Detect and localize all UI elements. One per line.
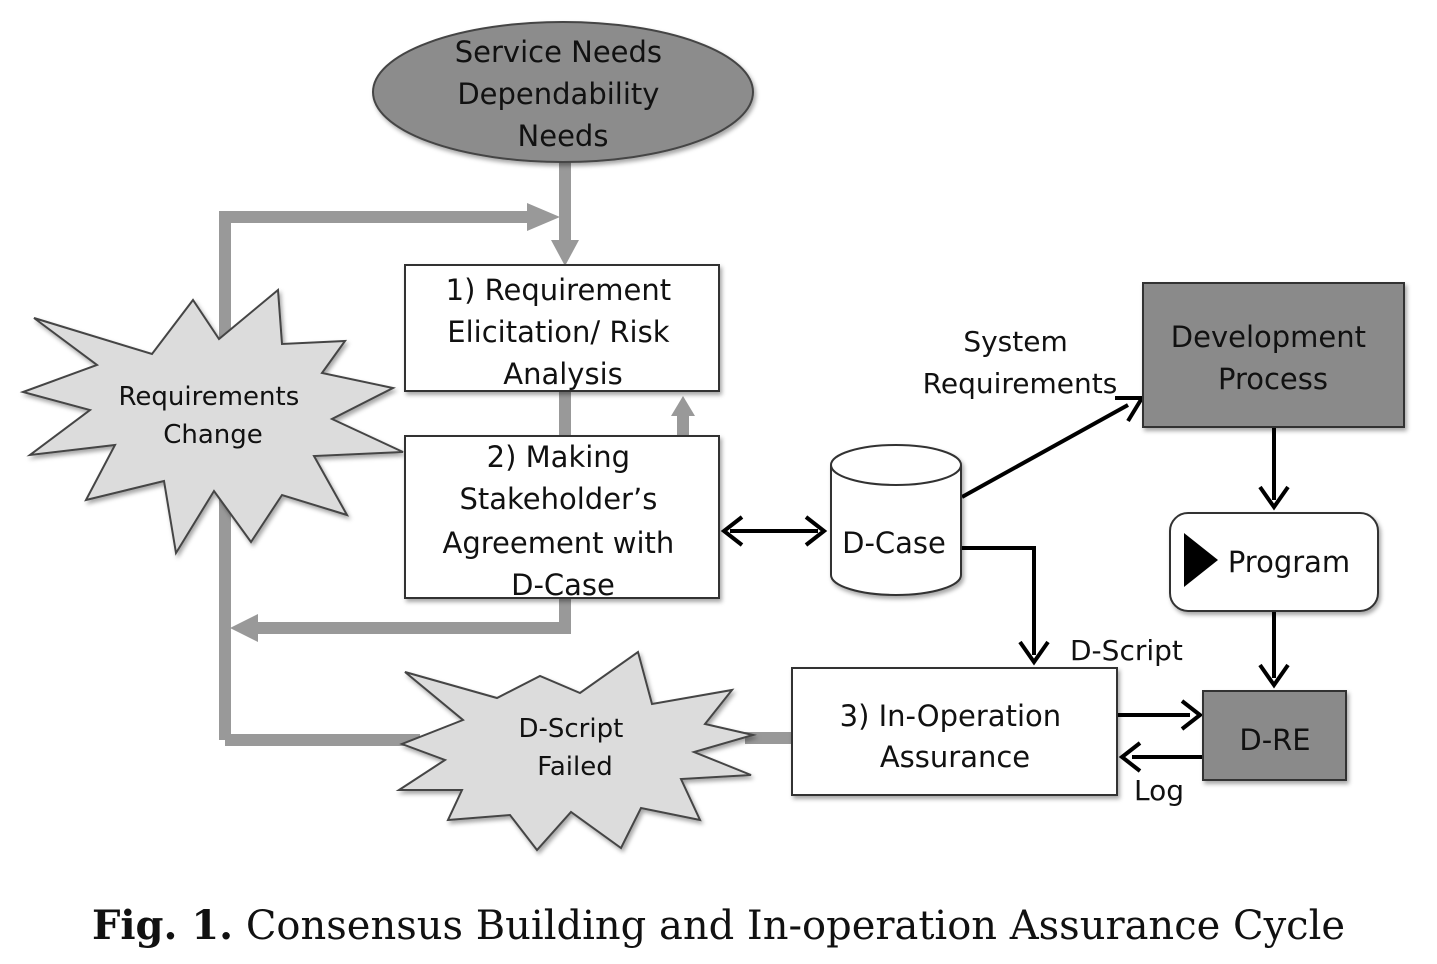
dscript-failed-label: D-Script Failed [518,714,631,782]
dre-box [1202,690,1347,781]
step3-box [791,667,1118,796]
development-to-program-arrowhead [1258,485,1290,511]
return-arrowhead-left [230,614,258,642]
program-box [1169,512,1379,612]
step3-to-dre-arrowhead [1180,699,1204,731]
service-needs-ellipse [372,21,754,163]
step2-dcase-arrowhead-left [720,515,744,547]
program-to-dre-arrowhead [1258,663,1290,689]
grey-arrowheads [230,203,695,642]
requirements-change-label: Requirements Change [118,382,307,450]
step2-box [404,435,720,599]
black-arrows [730,403,1276,759]
program-label: Program [1228,545,1350,579]
dre-label: D-RE [1239,723,1310,757]
step1-label: 1) Requirement Elicitation/ Risk Analysi… [446,273,681,391]
loop-arrowhead-right [527,203,560,231]
step2-label: 2) Making Stakeholder’s Agreement with D… [442,440,683,602]
step3-label: 3) In-Operation Assurance [840,699,1071,774]
system-requirements-label: System Requirements [923,325,1118,400]
figure-caption: Fig. 1. Consensus Building and In-operat… [0,902,1437,949]
dcase-cylinder [830,444,962,596]
dcase-to-step3-arrow-shaft [962,546,1036,655]
log-edge-label: Log [1134,774,1184,807]
figure-caption-text: Consensus Building and In-operation Assu… [245,903,1346,949]
service-needs-label: Service Needs Dependability Needs [455,35,672,153]
development-process-box [1142,282,1405,428]
dcase-label: D-Case [842,526,946,560]
step2-return-connector [255,598,571,634]
development-process-label: Development Process [1171,320,1375,396]
needs-arrowhead-down [551,240,579,266]
dscript-failed-starburst [395,650,757,852]
dcase-to-step3-arrowhead [1018,640,1050,666]
dscript-edge-label: D-Script [1070,634,1183,667]
step1-arrowhead-up [671,396,695,416]
requirements-change-starburst [19,287,404,556]
feedback-loop-trunk [219,211,530,740]
figure-number: Fig. 1. [91,902,234,949]
play-icon [1184,533,1218,587]
dcase-to-development-arrow-shaft [961,403,1129,499]
dre-to-step3-arrowhead [1118,741,1142,773]
grey-feedback-arrows [219,160,792,746]
step1-box [404,264,720,392]
step2-dcase-arrowhead-right [804,515,828,547]
